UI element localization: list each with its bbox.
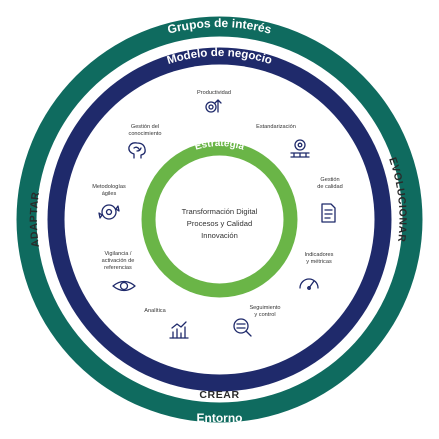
- standardization-icon: [290, 139, 310, 158]
- adapt-label: ADAPTAR: [28, 191, 42, 248]
- center-line-3: Innovación: [201, 231, 238, 240]
- productivity-icon: [205, 99, 222, 113]
- area-label-line-1: Gestión del: [131, 124, 159, 130]
- area-label-line-2: y métricas: [306, 259, 332, 265]
- area-analitica: Analítica: [144, 308, 189, 339]
- area-label-line-1: Metodologías: [92, 184, 126, 190]
- area-label-line-2: y control: [254, 312, 275, 318]
- brain-icon: [128, 142, 146, 159]
- area-vigilancia: Vigilancia / activación de referencias: [102, 251, 136, 292]
- gauge-icon: [299, 278, 319, 290]
- area-metodologias: Metodologías ágiles: [92, 184, 126, 220]
- create-label: CREAR: [199, 389, 239, 401]
- area-label-line-1: Seguimiento: [249, 305, 280, 311]
- analytics-icon: [169, 321, 189, 339]
- center-line-2: Procesos y Calidad: [187, 219, 252, 228]
- area-indicadores: Indicadores y métricas: [299, 252, 334, 290]
- area-productividad: Productividad: [197, 90, 231, 113]
- center-line-1: Transformación Digital: [182, 207, 258, 216]
- area-label-line-2: de calidad: [317, 184, 343, 190]
- area-estandarizacion: Estandarización: [256, 124, 310, 158]
- tracking-icon: [233, 318, 252, 337]
- area-label-line-2: activación de: [102, 258, 135, 264]
- area-label-line-1: Indicadores: [305, 252, 334, 258]
- area-gestion-conocimiento: Gestión del conocimiento: [128, 124, 162, 159]
- area-label-line-1: Gestión: [320, 177, 339, 183]
- area-label-line-3: referencias: [104, 265, 132, 271]
- center-text: Transformación Digital Procesos y Calida…: [182, 207, 258, 240]
- agile-icon: [98, 204, 120, 220]
- area-label: Analítica: [144, 308, 166, 314]
- document-icon: [321, 203, 336, 223]
- area-label-line-2: conocimiento: [129, 131, 162, 137]
- area-gestion-calidad: Gestión de calidad: [317, 177, 343, 223]
- area-label: Estandarización: [256, 124, 296, 130]
- eye-icon: [112, 280, 136, 292]
- environment-label: Entorno: [197, 411, 243, 425]
- area-label-line-1: Vigilancia /: [105, 251, 132, 257]
- area-label-line-2: ágiles: [102, 191, 117, 197]
- area-label: Productividad: [197, 90, 231, 96]
- stakeholders-label: Grupos de interés: [166, 16, 273, 37]
- area-seguimiento: Seguimiento y control: [233, 305, 281, 337]
- strategy-core: [155, 155, 284, 284]
